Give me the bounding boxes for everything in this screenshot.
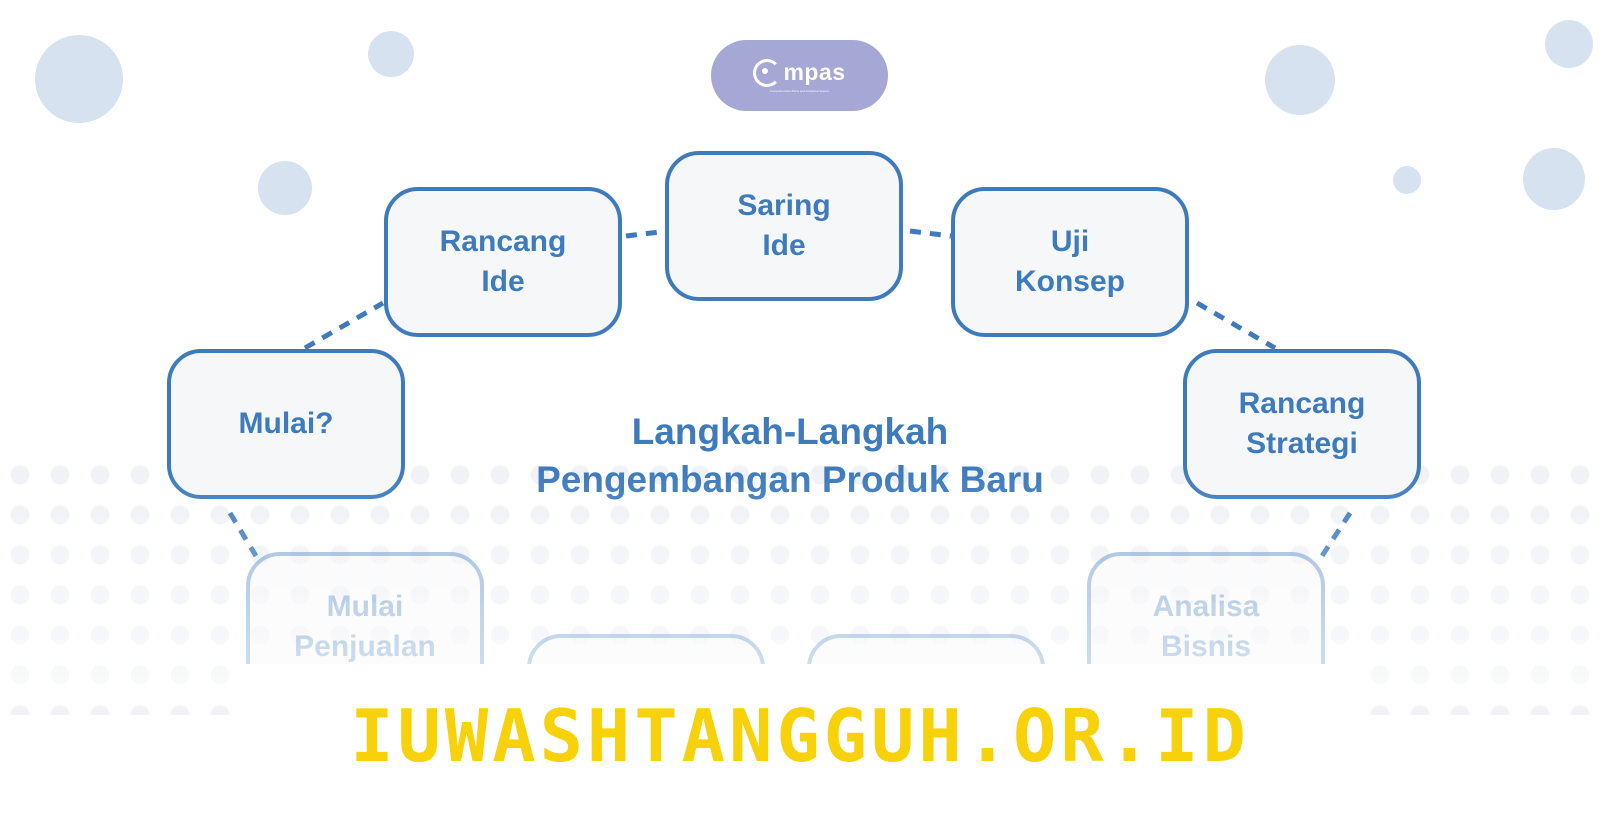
step-label: Mulai Penjualan — [294, 590, 436, 663]
logo-tagline: Comprehensive Plans and Analytical Syste… — [769, 88, 830, 93]
connector-line — [1195, 300, 1277, 351]
decor-bubble — [1523, 148, 1585, 210]
connector-line — [227, 511, 259, 558]
decor-bubble — [35, 35, 123, 123]
step-label: Uji Konsep — [1014, 225, 1125, 298]
decor-bubble — [368, 31, 414, 77]
connector-line — [909, 228, 952, 239]
logo-c-icon — [753, 58, 782, 87]
connector-line — [625, 228, 669, 239]
step-rancang-strategi: Rancang Strategi — [1183, 349, 1421, 499]
compas-logo: mpas Comprehensive Plans and Analytical … — [711, 40, 888, 111]
watermark-text: IUWASHTANGGUH.OR.ID — [350, 694, 1250, 778]
step-mulai: Mulai? — [167, 349, 405, 499]
connector-line — [303, 300, 385, 351]
step-label: Rancang Strategi — [1238, 387, 1366, 460]
step-label: Analisa Bisnis — [1152, 590, 1260, 663]
step-uji-konsep: Uji Konsep — [951, 187, 1189, 337]
step-rancang-ide: Rancang Ide — [384, 187, 622, 337]
step-saring-ide: Saring Ide — [665, 151, 903, 301]
diagram-title: Langkah-Langkah Pengembangan Produk Baru — [536, 411, 1044, 500]
decor-bubble — [1393, 166, 1421, 194]
logo-text: mpas — [783, 59, 846, 85]
connector-line — [1319, 511, 1353, 558]
step-label: Mulai? — [238, 407, 334, 440]
step-label: Saring Ide — [737, 189, 831, 262]
watermark-panel — [245, 664, 1355, 831]
decor-bubble — [258, 161, 312, 215]
decor-bubble — [1265, 45, 1335, 115]
step-label: Rancang Ide — [439, 225, 567, 298]
decor-bubble — [1545, 20, 1593, 68]
